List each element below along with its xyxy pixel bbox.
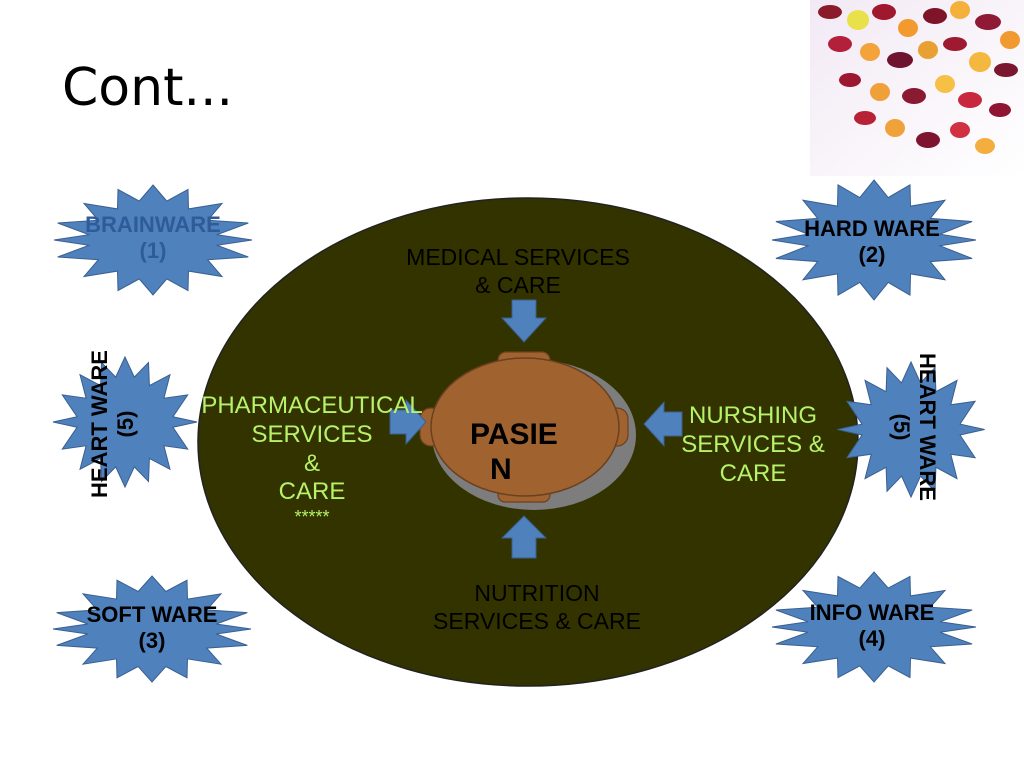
- infoware-star: [771, 571, 977, 683]
- patient-label: PASIE N: [470, 418, 558, 486]
- slide-title: Cont...: [62, 58, 234, 118]
- medical-services-label: MEDICAL SERVICES & CARE: [406, 244, 630, 298]
- hardware-star: [771, 179, 977, 301]
- pharmaceutical-services-label: PHARMACEUTICAL SERVICES & CARE *****: [201, 392, 423, 528]
- nutrition-services-label: NUTRITION SERVICES & CARE: [433, 580, 641, 634]
- brainware-star: [53, 184, 253, 296]
- software-star: [52, 575, 252, 683]
- arrow-up-icon: [500, 515, 548, 559]
- arrow-down-icon: [500, 299, 548, 343]
- heartware-right-star: [837, 360, 985, 499]
- nursing-services-label: NURSHING SERVICES & CARE: [681, 402, 825, 487]
- arrow-right-icon: [389, 398, 427, 446]
- hardware-label: HARD WARE (2): [804, 216, 940, 268]
- brainware-label: BRAINWARE (1): [85, 212, 221, 264]
- heartware-left-label: HEART WARE (5): [87, 350, 139, 498]
- pills-photo: [810, 0, 1024, 176]
- arrow-left-icon: [643, 400, 683, 448]
- software-label: SOFT WARE (3): [86, 602, 218, 654]
- patient-node: [419, 351, 636, 510]
- infoware-label: INFO WARE (4): [809, 600, 935, 652]
- heartware-left-star: [52, 355, 198, 489]
- heartware-right-label: HEART WARE (5): [888, 353, 940, 501]
